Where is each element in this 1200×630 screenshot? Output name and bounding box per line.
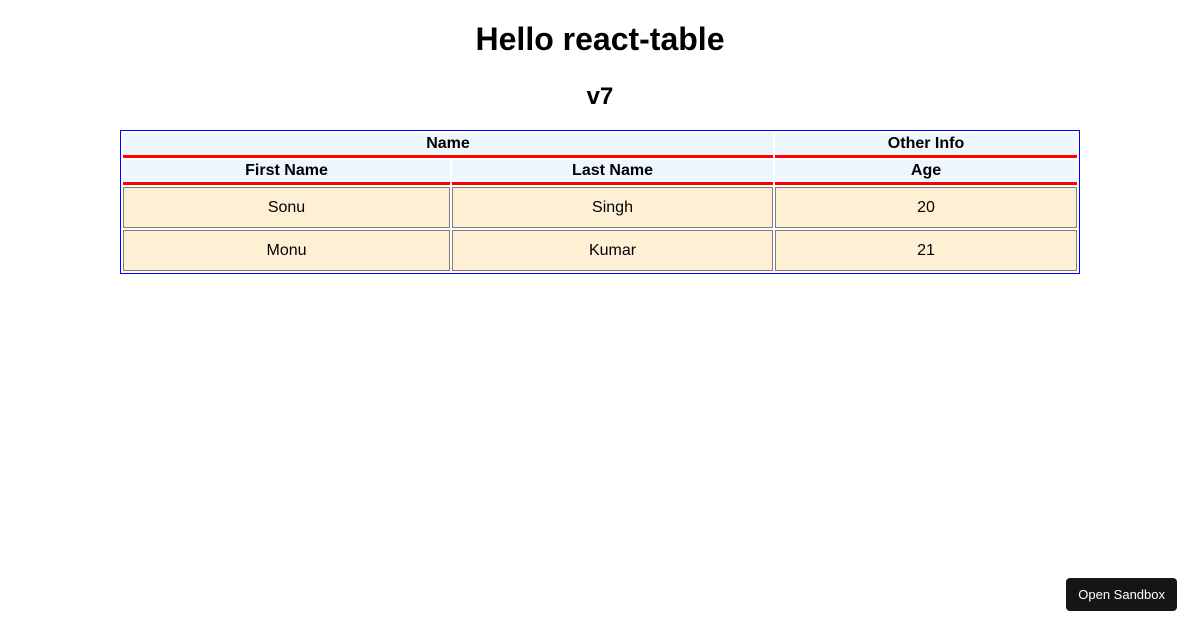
open-sandbox-button[interactable]: Open Sandbox bbox=[1066, 578, 1177, 611]
data-table: Name Other Info First Name Last Name Age… bbox=[120, 130, 1081, 274]
table-row: Monu Kumar 21 bbox=[123, 230, 1078, 271]
header-row: First Name Last Name Age bbox=[123, 160, 1078, 185]
cell-last-name: Singh bbox=[452, 187, 774, 228]
group-header-name: Name bbox=[123, 133, 774, 158]
cell-age: 20 bbox=[775, 187, 1078, 228]
header-last-name: Last Name bbox=[452, 160, 774, 185]
header-first-name: First Name bbox=[123, 160, 450, 185]
page-subtitle: v7 bbox=[586, 83, 614, 110]
cell-last-name: Kumar bbox=[452, 230, 774, 271]
group-header-other-info: Other Info bbox=[775, 133, 1078, 158]
cell-first-name: Monu bbox=[123, 230, 450, 271]
header-age: Age bbox=[775, 160, 1078, 185]
group-header-row: Name Other Info bbox=[123, 133, 1078, 158]
page-title: Hello react-table bbox=[475, 21, 725, 57]
cell-age: 21 bbox=[775, 230, 1078, 271]
table-row: Sonu Singh 20 bbox=[123, 187, 1078, 228]
cell-first-name: Sonu bbox=[123, 187, 450, 228]
